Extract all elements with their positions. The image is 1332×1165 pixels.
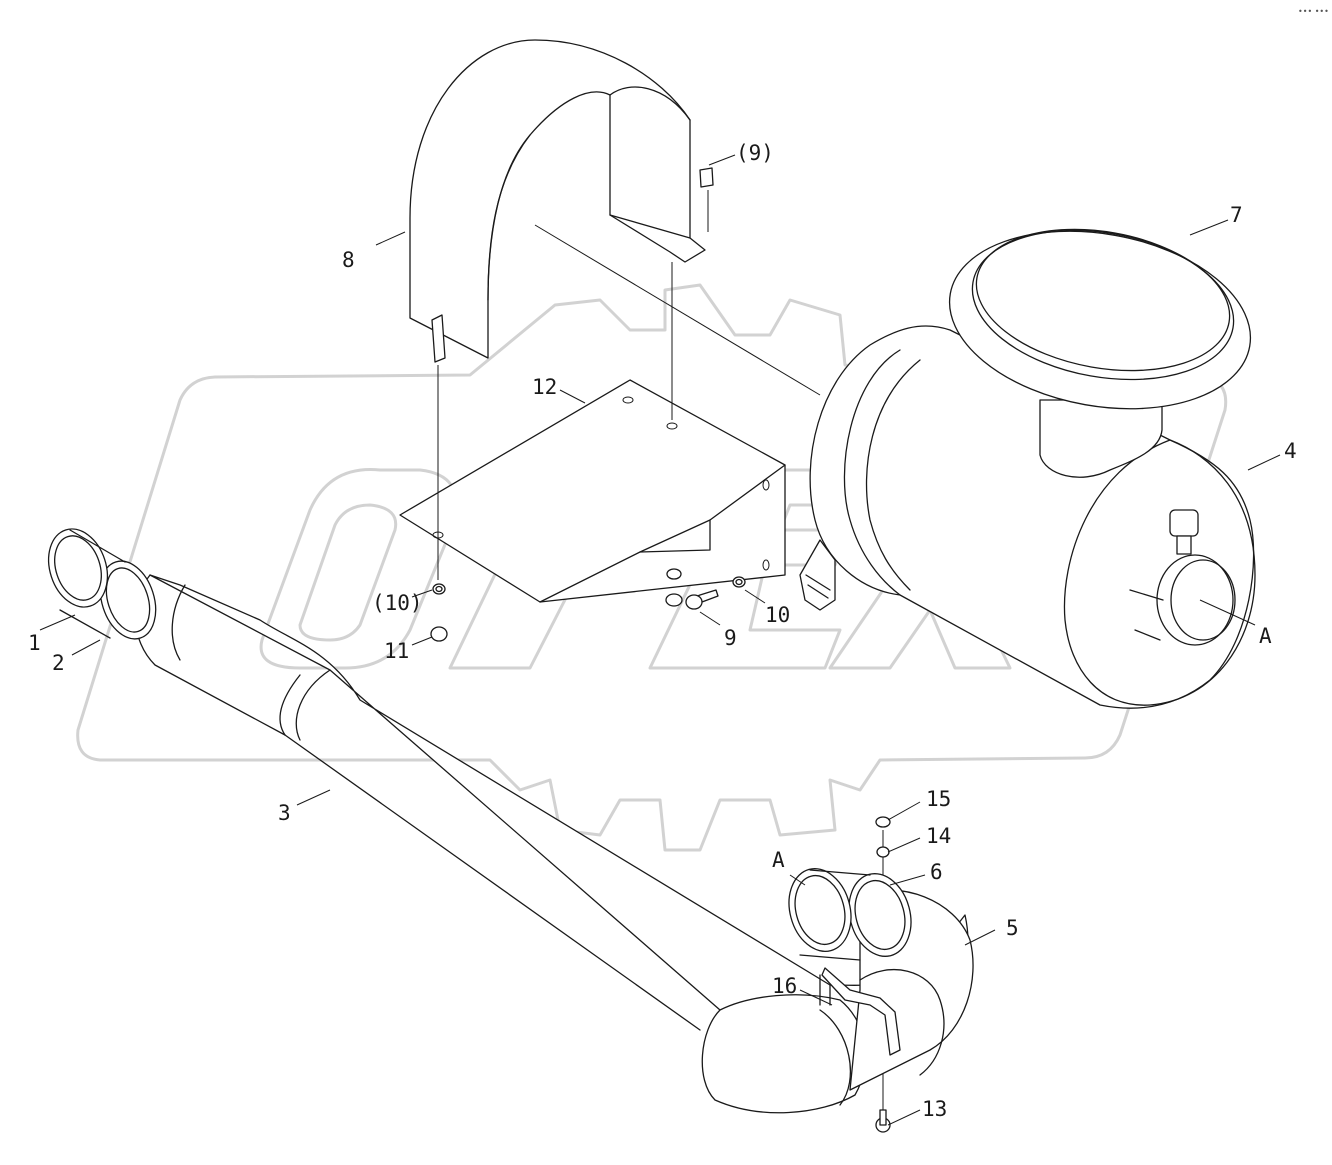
callout-9-ref: (9) <box>736 141 774 165</box>
hose-part-3 <box>47 528 974 1114</box>
callout-leaders <box>39 154 1281 1126</box>
callout-labels: 1 2 3 4 5 6 7 8 9 (9) 10 (10) 11 12 13 1… <box>28 7 1329 1121</box>
callout-a-bottom: A <box>772 848 785 872</box>
callout-10-ref: (10) <box>372 591 423 615</box>
cover-part-8 <box>409 39 706 359</box>
callout-6: 6 <box>930 860 943 884</box>
callout-a-top: A <box>1259 624 1272 648</box>
callout-16: 16 <box>772 974 797 998</box>
callout-5: 5 <box>1006 916 1019 940</box>
callout-3: 3 <box>278 801 291 825</box>
callout-12: 12 <box>532 375 557 399</box>
air-filter-part-4 <box>799 228 1256 709</box>
callout-9: 9 <box>724 626 737 650</box>
callout-15: 15 <box>926 787 951 811</box>
callout-1: 1 <box>28 631 41 655</box>
callout-14: 14 <box>926 824 951 848</box>
callout-13: 13 <box>922 1097 947 1121</box>
callout-8: 8 <box>342 248 355 272</box>
callout-2: 2 <box>52 651 65 675</box>
fasteners <box>430 167 891 1133</box>
corner-mark: ••• ••• <box>1298 7 1329 16</box>
callout-4: 4 <box>1284 439 1297 463</box>
plate-part-12 <box>399 379 786 603</box>
callout-7: 7 <box>1230 203 1243 227</box>
callout-11: 11 <box>384 639 409 663</box>
callout-10: 10 <box>765 603 790 627</box>
guide-lines <box>437 190 884 1110</box>
